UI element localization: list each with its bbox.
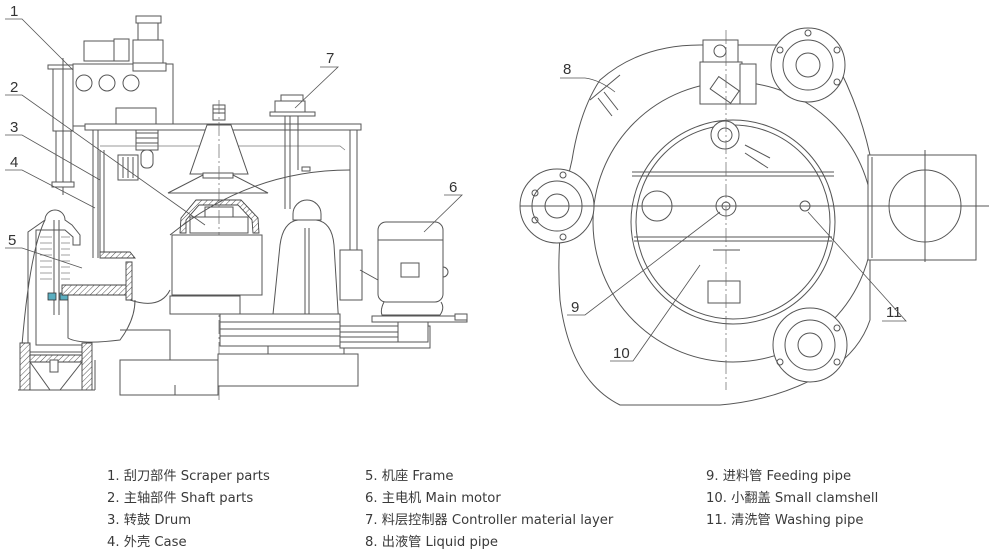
callout-5: 5 (5, 232, 83, 269)
callout-4: 4 (5, 154, 96, 209)
callout-6: 6 (423, 179, 463, 233)
svg-text:9: 9 (571, 299, 579, 316)
callout-10: 10 (610, 264, 701, 362)
legend-item-controller-material-layer: 7. 料层控制器 Controller material layer (365, 513, 614, 528)
svg-text:5: 5 (8, 232, 16, 249)
svg-text:1: 1 (10, 3, 18, 20)
callout-7: 7 (294, 50, 339, 109)
legend-item-washing-pipe: 11. 清洗管 Washing pipe (706, 513, 864, 528)
legend-column-3: 9. 进料管 Feeding pipe 10. 小翻盖 Small clamsh… (706, 466, 878, 532)
top-view (519, 27, 989, 406)
legend-item-case: 4. 外壳 Case (107, 535, 187, 550)
legend-column-1: 1. 刮刀部件 Scraper parts 2. 主轴部件 Shaft part… (107, 466, 270, 554)
legend-item-drum: 3. 转鼓 Drum (107, 513, 192, 528)
legend-item-main-motor: 6. 主电机 Main motor (365, 491, 501, 506)
legend-item-feeding-pipe: 9. 进料管 Feeding pipe (706, 469, 852, 484)
scraper-lift-housing (18, 209, 136, 391)
svg-text:2: 2 (10, 79, 18, 96)
callout-1: 1 (5, 3, 74, 71)
scraper-mechanism-top (699, 39, 771, 169)
mounting-lug-bottom (772, 307, 848, 383)
svg-text:4: 4 (10, 154, 18, 171)
callout-9: 9 (567, 211, 721, 316)
svg-text:8: 8 (563, 61, 571, 78)
feed-cone (167, 100, 269, 400)
legend-column-2: 5. 机座 Frame 6. 主电机 Main motor 7. 料层控制器 C… (365, 466, 613, 554)
scraper-assembly (47, 15, 174, 195)
legend-item-shaft-parts: 2. 主轴部件 Shaft parts (107, 491, 254, 506)
svg-text:6: 6 (449, 179, 457, 196)
motor-base-box (867, 150, 977, 262)
callout-8: 8 (560, 61, 616, 93)
svg-text:7: 7 (326, 50, 334, 67)
callout-3: 3 (5, 119, 101, 181)
mounting-lug-top (770, 27, 846, 103)
legend-item-scraper-parts: 1. 刮刀部件 Scraper parts (107, 469, 270, 484)
legend-item-frame: 5. 机座 Frame (365, 469, 454, 484)
spring-coil (40, 236, 70, 280)
svg-text:11: 11 (886, 304, 902, 321)
callout-2: 2 (5, 79, 206, 226)
svg-text:3: 3 (10, 119, 18, 136)
centrifuge-technical-drawing: 1 2 3 4 5 6 7 8 (5, 3, 989, 406)
callout-11: 11 (807, 211, 907, 322)
svg-text:10: 10 (613, 345, 630, 362)
legend-item-small-clamshell: 10. 小翻盖 Small clamshell (706, 491, 879, 506)
main-motor (359, 221, 468, 343)
side-view (18, 15, 468, 400)
legend-item-liquid-pipe: 8. 出液管 Liquid pipe (365, 535, 499, 550)
callout-labels: 1 2 3 4 5 6 7 8 (5, 3, 907, 362)
material-layer-controller (269, 94, 316, 209)
